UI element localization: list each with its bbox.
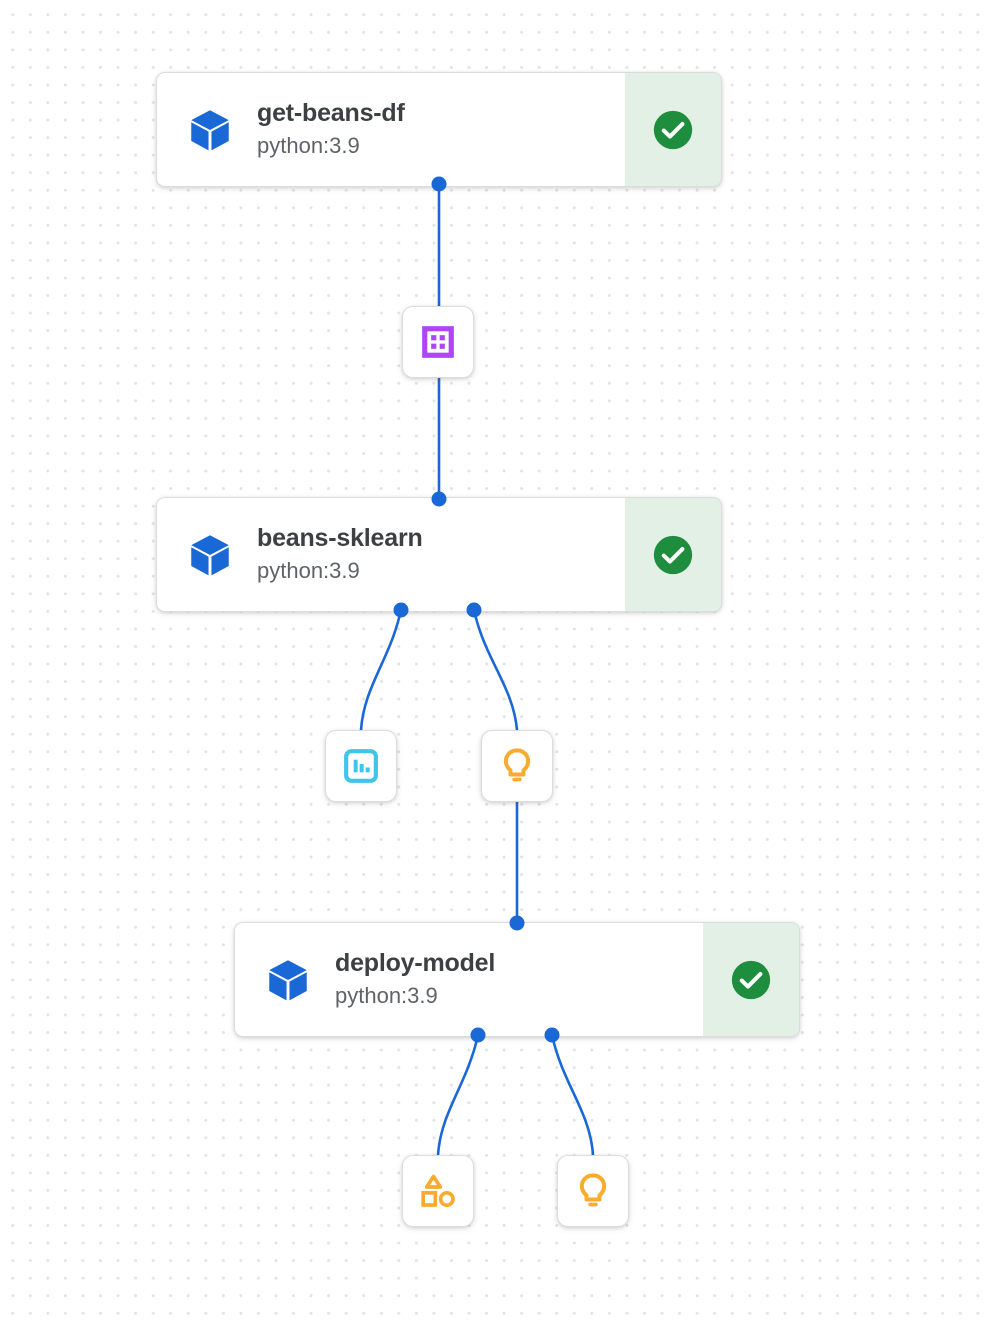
task-node-body: beans-sklearn python:3.9 bbox=[157, 498, 625, 611]
status-badge-succeeded bbox=[703, 923, 799, 1036]
task-node-body: get-beans-df python:3.9 bbox=[157, 73, 625, 186]
task-node-title: get-beans-df bbox=[257, 99, 405, 128]
task-node-text: deploy-model python:3.9 bbox=[335, 948, 495, 1010]
port-beans-sklearn-in[interactable] bbox=[431, 491, 447, 507]
bar-chart-icon bbox=[344, 749, 378, 783]
status-badge-succeeded bbox=[625, 498, 721, 611]
artifact-node-endpoint[interactable] bbox=[557, 1155, 629, 1227]
port-deploy-model-in[interactable] bbox=[509, 915, 525, 931]
edge-deploy-to-endpoint bbox=[550, 1033, 595, 1157]
edge-beans-sklearn-to-model bbox=[472, 608, 519, 732]
artifact-node-shapes[interactable] bbox=[402, 1155, 474, 1227]
cube-icon bbox=[261, 953, 315, 1007]
port-beans-sklearn-out-right[interactable] bbox=[466, 602, 482, 618]
task-node-subtitle: python:3.9 bbox=[335, 982, 438, 1008]
cube-icon bbox=[183, 103, 237, 157]
port-beans-sklearn-out-left[interactable] bbox=[393, 602, 409, 618]
task-node-title: deploy-model bbox=[335, 949, 496, 978]
shapes-icon bbox=[421, 1174, 455, 1207]
edge-beans-sklearn-to-metrics bbox=[359, 608, 403, 732]
task-node-beans-sklearn[interactable]: beans-sklearn python:3.9 bbox=[156, 497, 722, 612]
artifact-node-metrics[interactable] bbox=[325, 730, 397, 802]
lightbulb-icon bbox=[503, 748, 531, 782]
port-deploy-model-out-right[interactable] bbox=[544, 1027, 560, 1043]
check-circle-icon bbox=[653, 535, 693, 574]
check-circle-icon bbox=[731, 960, 771, 999]
task-node-text: beans-sklearn python:3.9 bbox=[257, 523, 423, 585]
task-node-subtitle: python:3.9 bbox=[257, 557, 360, 583]
port-get-beans-df-out[interactable] bbox=[431, 176, 447, 192]
artifact-node-model[interactable] bbox=[481, 730, 553, 802]
cube-icon bbox=[183, 528, 237, 582]
task-node-body: deploy-model python:3.9 bbox=[235, 923, 703, 1036]
task-node-text: get-beans-df python:3.9 bbox=[257, 98, 405, 160]
task-node-subtitle: python:3.9 bbox=[257, 132, 360, 158]
task-node-deploy-model[interactable]: deploy-model python:3.9 bbox=[234, 922, 800, 1037]
artifact-node-dataset[interactable] bbox=[402, 306, 474, 378]
task-node-get-beans-df[interactable]: get-beans-df python:3.9 bbox=[156, 72, 722, 187]
lightbulb-icon bbox=[579, 1173, 607, 1207]
check-circle-icon bbox=[653, 110, 693, 149]
port-deploy-model-out-left[interactable] bbox=[470, 1027, 486, 1043]
dataset-icon bbox=[422, 326, 454, 358]
edge-deploy-to-shapes bbox=[436, 1033, 480, 1157]
task-node-title: beans-sklearn bbox=[257, 524, 423, 553]
status-badge-succeeded bbox=[625, 73, 721, 186]
